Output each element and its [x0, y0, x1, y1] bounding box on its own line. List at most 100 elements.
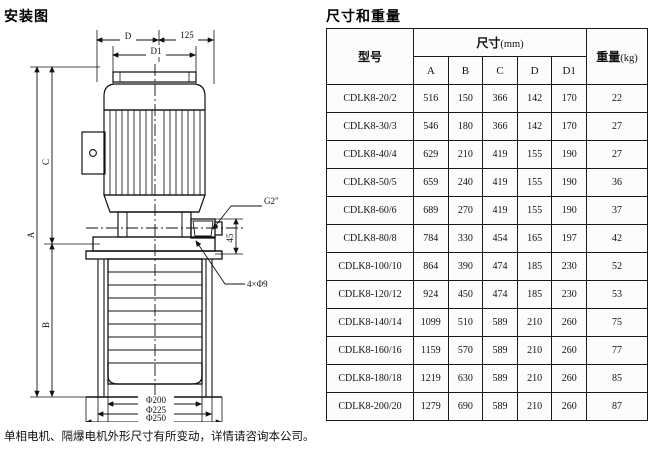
dim-label-bolt-holes: 4×Φ9	[247, 279, 268, 289]
drawing-canvas: D 125 D1 A C B G2" 45 4×Φ9 Φ200 Φ225 Φ25…	[26, 29, 279, 422]
cell-a: 659	[413, 168, 449, 197]
cell-b: 630	[447, 364, 484, 393]
cell-b: 390	[447, 252, 484, 281]
cell-d1: 190	[551, 140, 587, 169]
cell-d: 155	[516, 140, 553, 169]
cell-d: 185	[516, 252, 553, 281]
cell-d1: 260	[551, 364, 587, 393]
cell-model: CDLK8-160/16	[326, 336, 414, 365]
dim-label-c: C	[41, 159, 51, 165]
drawing-title: 安装图	[4, 8, 49, 24]
cell-b: 570	[447, 336, 484, 365]
footnote-text: 单相电机、隔爆电机外形尺寸有所变动，详情请咨询本公司。	[4, 431, 315, 443]
cell-weight: 27	[586, 112, 648, 141]
cell-a: 1219	[413, 364, 449, 393]
cell-a: 689	[413, 196, 449, 225]
cell-weight: 53	[586, 280, 648, 309]
cell-model: CDLK8-100/10	[326, 252, 414, 281]
cell-model: CDLK8-200/20	[326, 392, 414, 421]
header-col-a: A	[413, 56, 449, 85]
cell-a: 864	[413, 252, 449, 281]
header-col-d1: D1	[551, 56, 587, 85]
cell-d: 210	[516, 308, 553, 337]
cell-c: 419	[482, 140, 518, 169]
cell-b: 180	[447, 112, 484, 141]
header-row-top: 型号 尺寸(mm) 重量(kg)	[326, 28, 648, 85]
cell-d: 142	[516, 84, 553, 113]
header-col-b: B	[447, 56, 484, 85]
cell-a: 629	[413, 140, 449, 169]
spec-table-head: 型号 尺寸(mm) 重量(kg) A B C D D1	[326, 28, 648, 85]
header-dimension-group: 尺寸(mm)	[413, 28, 587, 57]
dim-label-phi225: Φ225	[146, 405, 167, 415]
cell-d1: 170	[551, 112, 587, 141]
cell-d: 142	[516, 112, 553, 141]
cell-a: 1279	[413, 392, 449, 421]
dim-label-45: 45	[225, 233, 235, 243]
cell-d1: 170	[551, 84, 587, 113]
header-col-c: C	[482, 56, 518, 85]
cell-b: 240	[447, 168, 484, 197]
cell-d1: 190	[551, 168, 587, 197]
cell-c: 589	[482, 392, 518, 421]
header-model-label: 型号	[357, 50, 382, 64]
cell-model: CDLK8-180/18	[326, 364, 414, 393]
header-dimension-unit: (mm)	[500, 39, 524, 50]
cell-d1: 260	[551, 392, 587, 421]
cell-weight: 22	[586, 84, 648, 113]
cell-d1: 190	[551, 196, 587, 225]
cell-b: 270	[447, 196, 484, 225]
spec-table-title: 尺寸和重量	[326, 8, 401, 24]
cell-weight: 52	[586, 252, 648, 281]
dim-label-d: D	[125, 31, 132, 41]
cell-weight: 85	[586, 364, 648, 393]
header-col-d: D	[516, 56, 553, 85]
cell-d: 210	[516, 336, 553, 365]
cell-model: CDLK8-120/12	[326, 280, 414, 309]
cell-weight: 36	[586, 168, 648, 197]
cell-model: CDLK8-140/14	[326, 308, 414, 337]
cell-d: 185	[516, 280, 553, 309]
cell-b: 210	[447, 140, 484, 169]
cell-c: 474	[482, 252, 518, 281]
cell-weight: 27	[586, 140, 648, 169]
cell-b: 510	[447, 308, 484, 337]
cell-model: CDLK8-40/4	[326, 140, 414, 169]
cell-model: CDLK8-80/8	[326, 224, 414, 253]
dim-label-a: A	[26, 231, 36, 238]
cell-weight: 42	[586, 224, 648, 253]
header-weight: 重量(kg)	[586, 28, 648, 85]
cell-model: CDLK8-50/5	[326, 168, 414, 197]
dim-label-d1: D1	[151, 46, 162, 56]
cell-a: 546	[413, 112, 449, 141]
header-weight-unit: (kg)	[620, 53, 638, 64]
cell-weight: 77	[586, 336, 648, 365]
cell-d: 210	[516, 364, 553, 393]
cell-model: CDLK8-20/2	[326, 84, 414, 113]
cell-c: 366	[482, 84, 518, 113]
cell-a: 516	[413, 84, 449, 113]
header-weight-label: 重量	[596, 50, 621, 64]
dim-label-g2-thread: G2"	[264, 196, 279, 206]
cell-d1: 230	[551, 280, 587, 309]
cell-weight: 75	[586, 308, 648, 337]
dim-label-b: B	[41, 322, 51, 328]
cell-c: 474	[482, 280, 518, 309]
cell-d: 165	[516, 224, 553, 253]
dim-label-phi250: Φ250	[146, 413, 167, 422]
cell-b: 690	[447, 392, 484, 421]
